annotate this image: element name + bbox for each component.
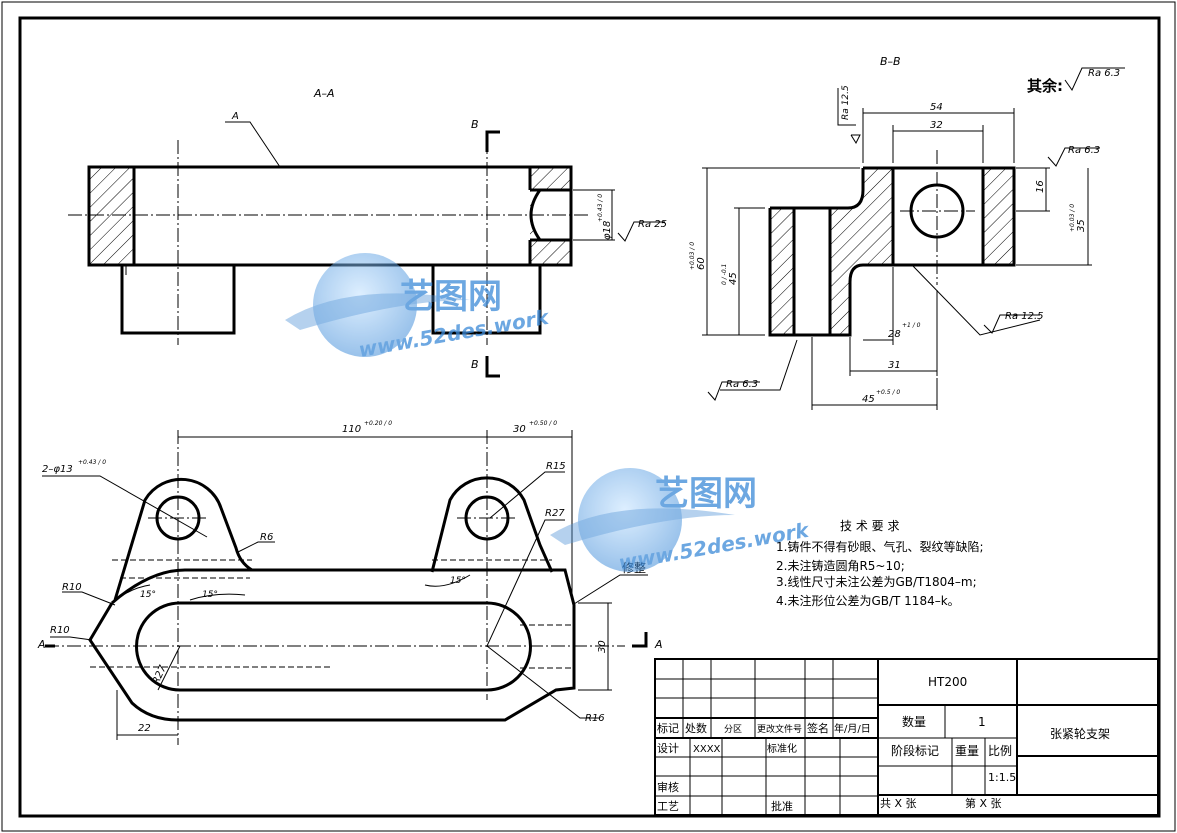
stage-label: 阶段标记 [891,743,939,758]
watermark-brand: 艺图网 [400,277,502,317]
dim-28-tol: +1 / 0 [902,322,921,329]
dim-r10-lower: R10 [50,625,70,636]
watermark-mid: 艺图网 www.52des.work [550,468,812,575]
dim-phi18-tol: +0.43 / 0 [597,194,604,222]
rest-roughness-value: Ra 6.3 [1088,68,1120,79]
watermark-top: 艺图网 www.52des.work [285,253,552,362]
section-aa-view: A–A A B B φ18 +0.43 / 0 Ra 25 [68,87,667,378]
dim-60: 60 [696,257,707,270]
dim-45-horz-tol: +0.5 / 0 [876,389,900,396]
top-view: 110 +0.20 / 0 30 +0.50 / 0 2–φ13 +0.43 /… [37,420,663,745]
cut-a-left-label: A [37,638,46,651]
total-sheets: 共 X 张 [880,797,917,810]
scale-label: 比例 [988,744,1012,758]
dim-28: 28 [888,329,901,340]
dim-16: 16 [1035,180,1046,193]
title-block: HT200 张紧轮支架 数量 1 阶段标记 重量 比例 1:1.5 共 X 张 … [654,658,1159,816]
section-bb-view: B–B 54 32 16 35 +0.0 [689,55,1125,410]
col-zone: 分区 [724,724,742,735]
dim-30-top: 30 [513,424,526,435]
ra125-leader: Ra 12.5 [1005,311,1044,322]
material: HT200 [928,675,967,689]
ra125-top: Ra 12.5 [841,85,851,120]
tech-item: 1.铸件不得有砂眼、气孔、裂纹等缺陷; [776,539,984,554]
dim-45-vert: 45 [728,272,739,285]
technical-requirements: 技 术 要 求 1.铸件不得有砂眼、气孔、裂纹等缺陷; 2.未注铸造圆角R5~1… [776,519,984,608]
dim-110-tol: +0.20 / 0 [364,420,392,427]
row-design: 设计 [657,742,679,755]
dim-r10-upper: R10 [62,582,82,593]
dim-r15: R15 [546,461,566,472]
dim-r27: R27 [545,508,565,519]
dim-30-top-tol: +0.50 / 0 [529,420,557,427]
weight-label: 重量 [955,744,979,758]
sheet-number: 第 X 张 [965,796,1002,810]
tech-title: 技 术 要 求 [840,519,899,533]
dim-phi18: φ18 [602,221,613,240]
dim-30-vert: 30 [597,640,608,653]
rest-roughness-label: 其余: [1027,77,1063,95]
part-name: 张紧轮支架 [1050,727,1110,741]
col-change-doc: 更改文件号 [757,723,802,735]
dim-60-tol: +0.03 / 0 [689,242,696,270]
dim-r16: R16 [585,713,605,724]
designer: XXXX [693,744,721,755]
tech-item: 2.未注铸造圆角R5~10; [776,558,905,573]
dim-31: 31 [888,360,901,371]
row-review: 审核 [657,780,679,794]
dim-35: 35 [1076,219,1087,232]
dim-holes-tol: +0.43 / 0 [78,459,106,466]
globe-icon [578,468,682,572]
dim-32: 32 [930,120,943,131]
col-date: 年/月/日 [834,722,871,735]
tech-item: 3.线性尺寸未注公差为GB/T1804–m; [776,574,977,589]
dim-54: 54 [930,102,943,113]
angle-15-b: 15° [202,590,218,600]
ra63-right: Ra 6.3 [1068,145,1100,156]
col-sign: 签名 [807,721,829,735]
cut-a-right-label: A [654,638,663,651]
dim-45-horz: 45 [862,394,875,405]
qty-value: 1 [978,715,986,729]
ra25-symbol: Ra 25 [638,219,667,230]
row-standard: 标准化 [767,742,797,755]
dim-r6: R6 [260,532,273,543]
angle-15-a: 15° [140,590,156,600]
cut-b-bottom-label: B [471,358,479,371]
dim-110: 110 [342,424,361,435]
leader-a-label: A [231,111,239,122]
row-approve: 批准 [771,799,793,813]
watermark-brand: 艺图网 [655,474,757,514]
col-count: 处数 [685,722,707,735]
scale-value: 1:1.5 [988,771,1016,784]
inner-border [18,16,1161,818]
dim-45-vert-tol: 0 / -0.1 [721,264,728,285]
cut-b-top-label: B [471,118,479,131]
dim-35-tol: +0.03 / 0 [1069,204,1076,232]
qty-label: 数量 [902,714,926,729]
section-aa-label: A–A [313,87,335,100]
angle-15-c: 15° [450,576,466,586]
dim-holes: 2–φ13 [42,464,73,475]
col-mark: 标记 [657,721,679,735]
ra63-left: Ra 6.3 [726,379,758,390]
tech-item: 4.未注形位公差为GB/T 1184–k。 [776,593,960,608]
section-bb-label: B–B [880,55,901,68]
dim-22: 22 [138,723,151,734]
globe-icon [313,253,417,357]
row-process: 工艺 [657,800,679,813]
